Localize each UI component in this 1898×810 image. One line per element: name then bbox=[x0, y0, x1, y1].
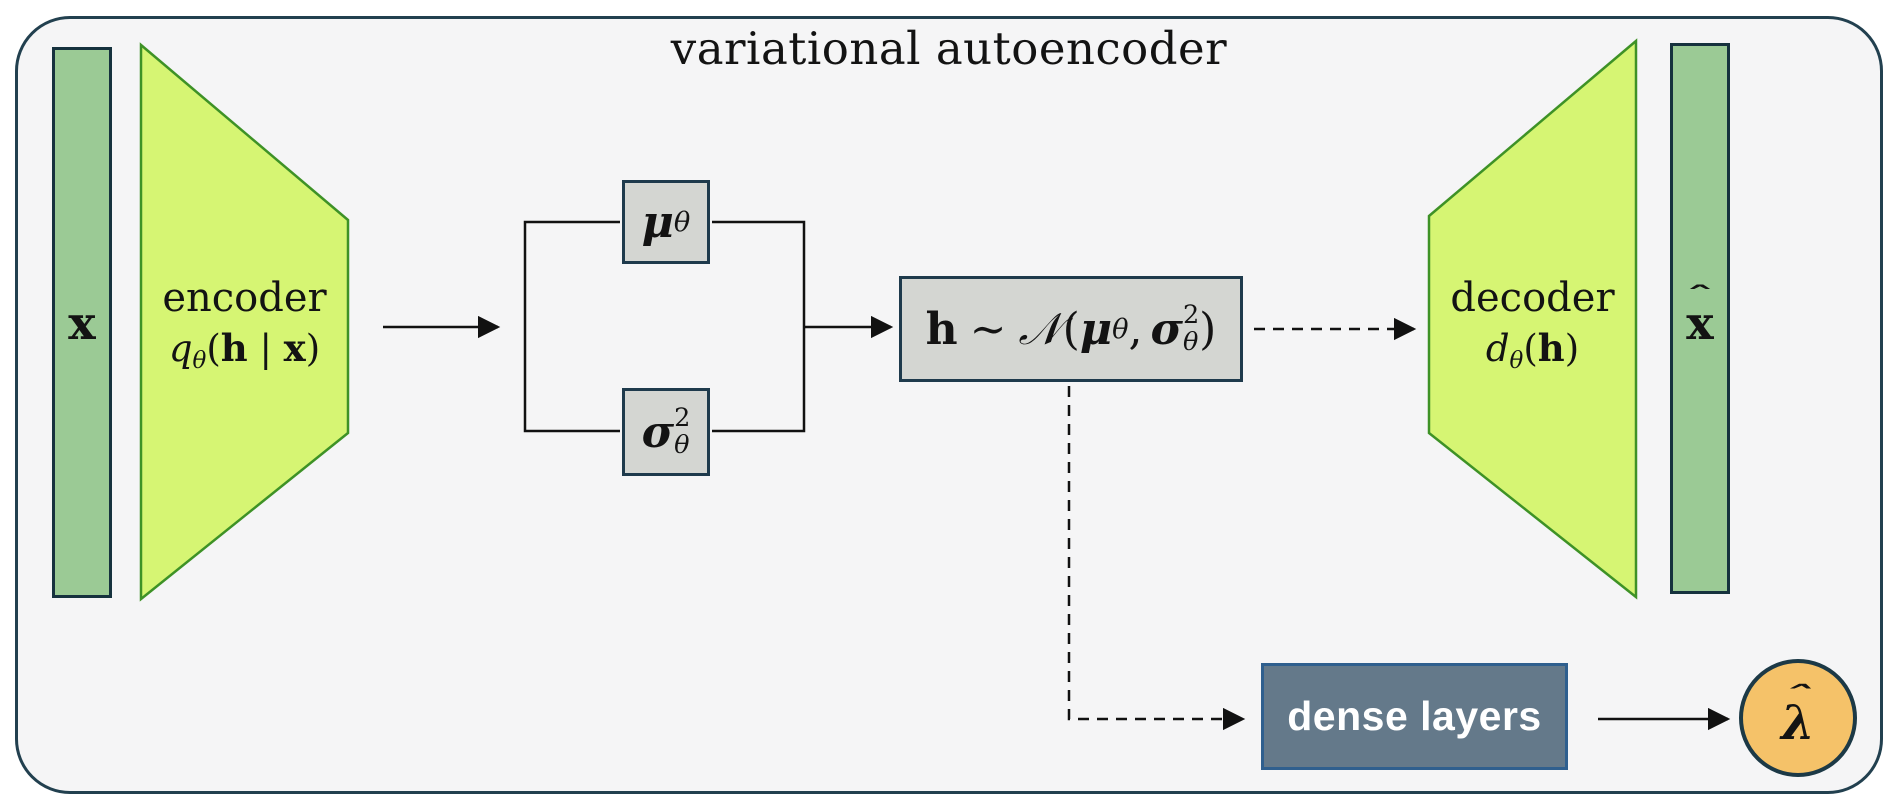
encoder-formula: qθ(h | x) bbox=[168, 326, 321, 374]
decoder-formula: dθ(h) bbox=[1485, 326, 1580, 374]
output-bar-label: ˆ x bbox=[1686, 282, 1714, 351]
encoder-label-block: encoder qθ(h | x) bbox=[141, 272, 348, 377]
encoder-title: encoder bbox=[162, 275, 327, 321]
diagram-title: variational autoencoder bbox=[670, 22, 1228, 75]
output-bar: ˆ x bbox=[1670, 43, 1730, 594]
input-bar: x bbox=[52, 47, 112, 598]
decoder-title: decoder bbox=[1450, 275, 1615, 321]
dense-layers-box: dense layers bbox=[1261, 663, 1568, 770]
lambda-node: ˆ λ bbox=[1739, 659, 1857, 777]
decoder-label-block: decoder dθ(h) bbox=[1429, 272, 1636, 377]
outer-frame bbox=[15, 16, 1883, 794]
mu-symbol: μ bbox=[641, 196, 674, 248]
dense-layers-label: dense layers bbox=[1287, 693, 1542, 739]
normal-distribution-symbol: 𝒩 bbox=[1018, 303, 1061, 355]
input-bar-label: x bbox=[68, 295, 96, 350]
lambda-label: ˆ λ bbox=[1781, 680, 1815, 751]
sigma-symbol: σ bbox=[641, 406, 675, 458]
